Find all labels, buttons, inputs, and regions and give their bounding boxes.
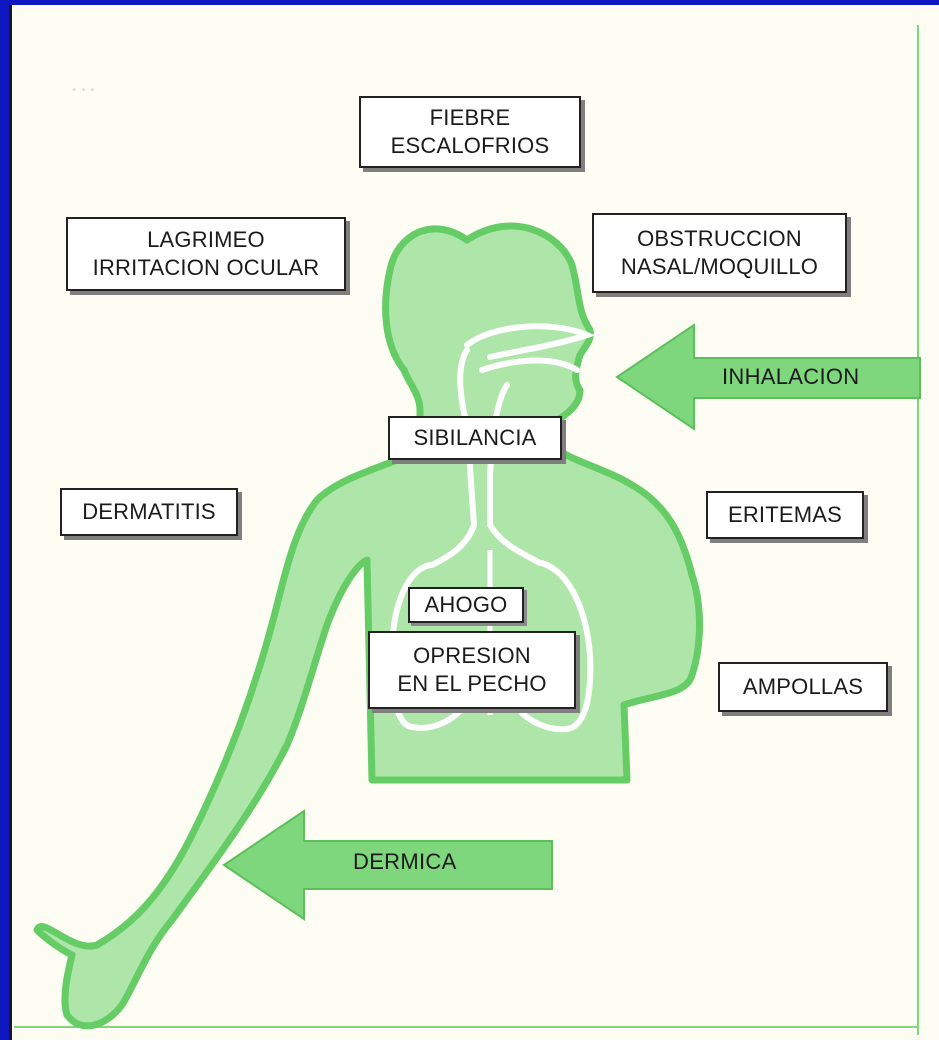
arrow-label-dermica: DERMICA <box>353 849 457 875</box>
label-sibilancia-text: SIBILANCIA <box>413 424 536 452</box>
label-ampollas-text: AMPOLLAS <box>743 673 863 701</box>
label-dermatitis-text: DERMATITIS <box>82 498 216 526</box>
label-lagrimeo: LAGRIMEO IRRITACION OCULAR <box>66 217 346 291</box>
label-obstruccion: OBSTRUCCION NASAL/MOQUILLO <box>592 213 847 293</box>
label-eritemas: ERITEMAS <box>706 491 864 539</box>
label-sibilancia: SIBILANCIA <box>388 416 562 460</box>
label-ampollas: AMPOLLAS <box>718 662 888 712</box>
label-obstruccion-line1: OBSTRUCCION <box>637 225 802 253</box>
label-fiebre-line1: FIEBRE <box>430 104 511 132</box>
label-fiebre-line2: ESCALOFRIOS <box>391 132 550 160</box>
label-obstruccion-line2: NASAL/MOQUILLO <box>621 253 818 281</box>
label-dermatitis: DERMATITIS <box>60 488 238 536</box>
label-opresion: OPRESION EN EL PECHO <box>368 631 576 709</box>
label-opresion-line2: EN EL PECHO <box>397 670 546 698</box>
label-opresion-line1: OPRESION <box>413 642 531 670</box>
arrow-label-inhalacion: INHALACION <box>722 364 859 390</box>
label-fiebre: FIEBRE ESCALOFRIOS <box>359 96 581 168</box>
label-lagrimeo-line1: LAGRIMEO <box>147 226 265 254</box>
label-lagrimeo-line2: IRRITACION OCULAR <box>93 254 320 282</box>
label-ahogo-text: AHOGO <box>425 591 508 619</box>
label-eritemas-text: ERITEMAS <box>728 501 842 529</box>
human-silhouette <box>37 226 700 1026</box>
diagram-frame: . . . FIEBRE ESCALOFRIO <box>9 5 939 1040</box>
label-ahogo: AHOGO <box>408 587 524 623</box>
body-outline <box>37 226 700 1026</box>
